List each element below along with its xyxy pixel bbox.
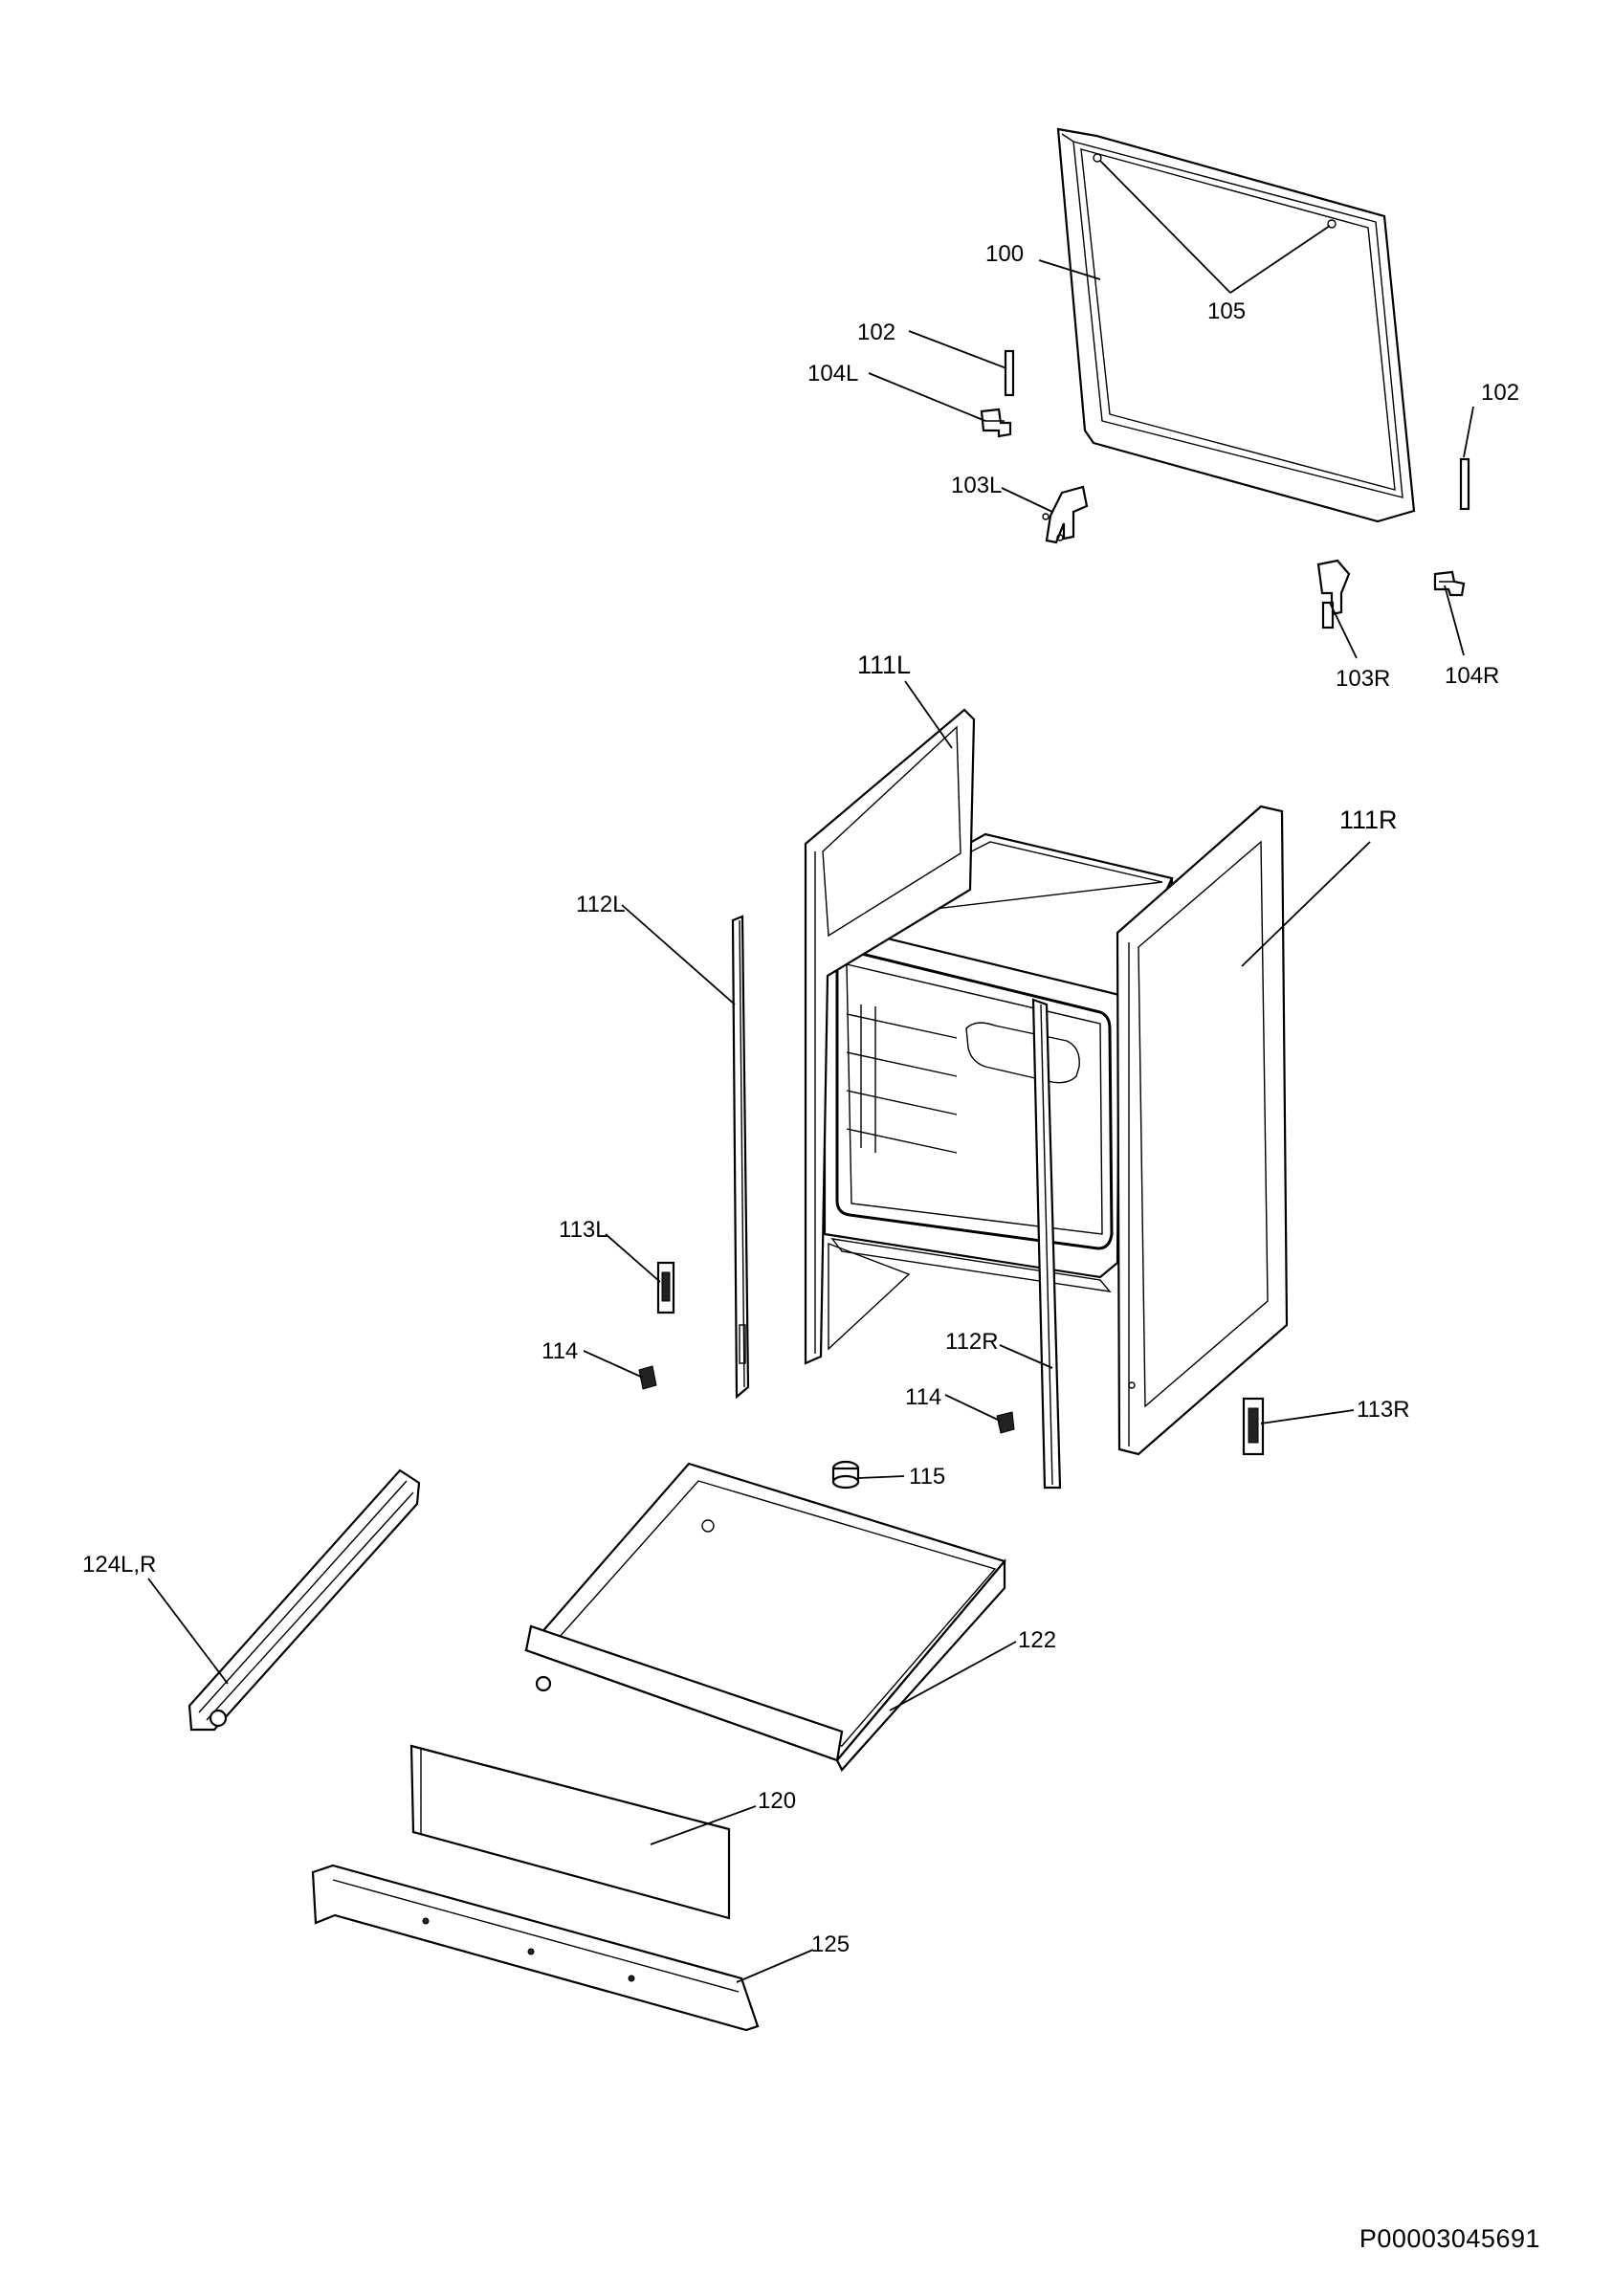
part-102-right-strip <box>1459 457 1470 511</box>
part-103L-bracket <box>1042 485 1089 544</box>
part-120-panel <box>409 1744 731 1920</box>
part-115-foot <box>831 1460 860 1490</box>
part-114-clip-right <box>996 1411 1015 1434</box>
part-102-left-strip <box>1004 349 1015 397</box>
label-105: 105 <box>1207 298 1246 324</box>
part-124LR-runner <box>188 1468 421 1732</box>
part-111R-side-panel <box>1116 805 1289 1456</box>
part-114-clip-left <box>638 1365 657 1390</box>
callout-labels: 100 105 102 104L 102 103L 103R 104R 111L… <box>82 241 1519 1957</box>
label-102-left: 102 <box>857 320 895 345</box>
label-103L: 103L <box>951 473 1002 498</box>
label-113L: 113L <box>559 1217 608 1243</box>
leader-lines <box>147 160 1474 1983</box>
part-104L-hinge <box>980 408 1012 438</box>
label-102-right: 102 <box>1481 380 1519 406</box>
label-122: 122 <box>1018 1627 1056 1653</box>
label-111L: 111L <box>857 651 911 679</box>
label-120: 120 <box>758 1788 796 1814</box>
part-103R-bracket <box>1316 559 1351 629</box>
label-112L: 112L <box>576 892 626 917</box>
part-112R-front-strip <box>1031 998 1062 1490</box>
label-104L: 104L <box>807 361 858 386</box>
label-114-left: 114 <box>541 1338 578 1364</box>
part-111L-side-panel <box>804 708 976 1365</box>
part-122-drawer-tray <box>524 1462 1006 1772</box>
label-113R: 113R <box>1357 1397 1410 1423</box>
part-112L-front-strip <box>731 915 750 1400</box>
part-100-back-panel <box>1056 127 1416 523</box>
label-100: 100 <box>985 241 1024 267</box>
label-115: 115 <box>909 1464 945 1490</box>
part-113R-bracket <box>1242 1397 1265 1456</box>
label-111R: 111R <box>1339 806 1398 834</box>
part-125-front-rail <box>311 1864 760 2032</box>
label-112R: 112R <box>945 1329 999 1355</box>
document-id: P00003045691 <box>1359 2224 1540 2253</box>
label-103R: 103R <box>1336 666 1390 692</box>
label-104R: 104R <box>1445 663 1499 689</box>
part-113L-bracket <box>656 1261 675 1314</box>
label-114-right: 114 <box>905 1384 941 1410</box>
label-124LR: 124L,R <box>82 1552 156 1578</box>
part-104R-hinge <box>1433 570 1466 597</box>
label-125: 125 <box>811 1932 850 1957</box>
